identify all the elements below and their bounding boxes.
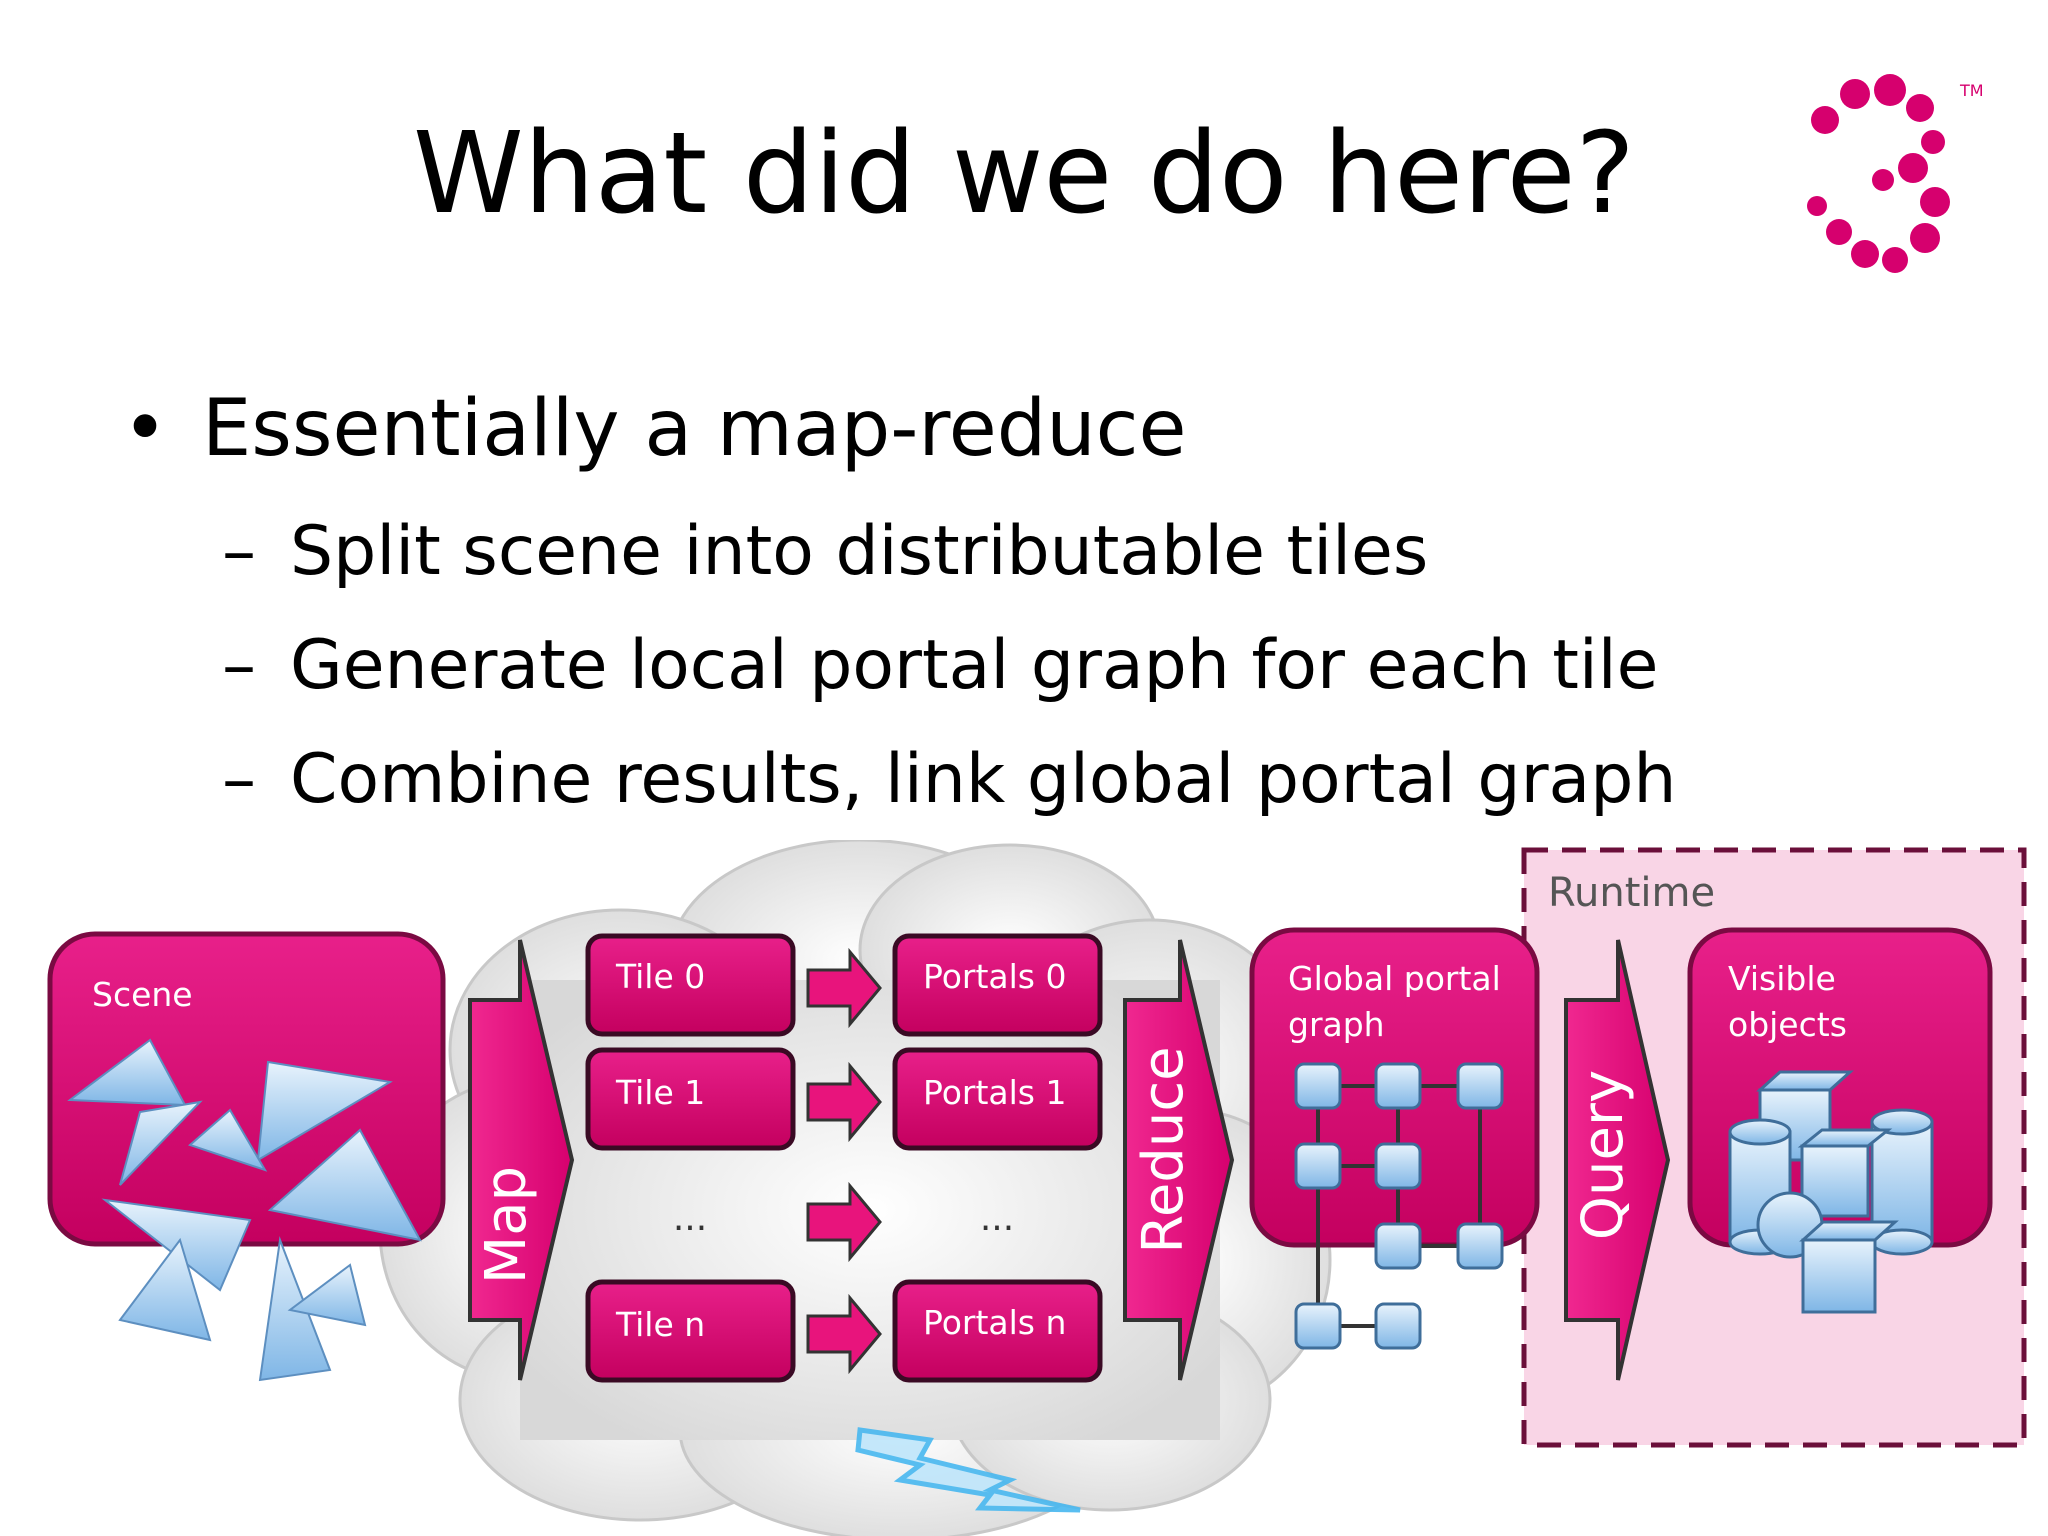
- triangles-icon: [67, 1038, 422, 1382]
- sub-bullet-1-text: Split scene into distributable tiles: [290, 512, 1429, 591]
- sub-bullet-3: –Combine results, link global portal gra…: [222, 746, 1676, 814]
- tile-label: Tile 1: [615, 1073, 705, 1112]
- tile-label: Tile n: [615, 1305, 705, 1344]
- query-arrow: Query: [1564, 939, 1671, 1381]
- global-graph-label-line1: Global portal: [1288, 959, 1501, 998]
- sub-bullet-marker: –: [222, 626, 256, 705]
- bullet-main-text: Essentially a map-reduce: [202, 384, 1187, 474]
- bullet-marker: •: [122, 384, 169, 474]
- sub-bullet-3-text: Combine results, link global portal grap…: [290, 740, 1677, 819]
- portals-box-n: Portals n: [892, 1279, 1103, 1383]
- query-label: Query: [1571, 1070, 1636, 1240]
- trademark-label: TM: [1959, 81, 1984, 100]
- objects-icon: [1728, 1070, 1934, 1314]
- runtime-label: Runtime: [1548, 870, 1715, 916]
- tile-box-1: Tile 1: [585, 1047, 796, 1151]
- portals-ellipsis: ...: [980, 1198, 1014, 1239]
- reduce-label: Reduce: [1131, 1046, 1196, 1253]
- sub-bullet-marker: –: [222, 740, 256, 819]
- reduce-arrow: Reduce: [1123, 939, 1235, 1381]
- tile-to-portal-arrows: [806, 947, 882, 1375]
- visible-objects-box: Visible objects: [1687, 927, 1993, 1314]
- bullet-main: •Essentially a map-reduce: [122, 390, 1187, 468]
- map-reduce-diagram: Runtime Scene Map Tile 0 Tile 1 ... Tile: [47, 840, 2027, 1536]
- lightning-icon: [855, 1427, 1081, 1513]
- right-arrow-icon: [806, 1181, 882, 1263]
- tile-ellipsis: ...: [673, 1198, 707, 1239]
- tile-box-n: Tile n: [585, 1279, 796, 1383]
- right-arrow-icon: [806, 947, 882, 1029]
- visible-objects-label-line2: objects: [1728, 1005, 1847, 1044]
- portals-box-1: Portals 1: [892, 1047, 1103, 1151]
- sub-bullet-1: –Split scene into distributable tiles: [222, 518, 1428, 586]
- portals-label: Portals 1: [923, 1073, 1067, 1112]
- visible-objects-label-line1: Visible: [1728, 959, 1836, 998]
- right-arrow-icon: [806, 1293, 882, 1375]
- portals-label: Portals 0: [923, 957, 1067, 996]
- global-graph-box: Global portal graph: [1249, 927, 1540, 1350]
- sub-bullet-2: –Generate local portal graph for each ti…: [222, 632, 1659, 700]
- sub-bullet-marker: –: [222, 512, 256, 591]
- global-graph-label-line2: graph: [1288, 1005, 1385, 1044]
- map-arrow: Map: [468, 939, 575, 1381]
- tile-label: Tile 0: [615, 957, 705, 996]
- sub-bullet-2-text: Generate local portal graph for each til…: [290, 626, 1659, 705]
- scene-box: Scene: [47, 931, 446, 1382]
- scene-label: Scene: [92, 975, 193, 1014]
- map-label: Map: [474, 1166, 539, 1284]
- right-arrow-icon: [806, 1061, 882, 1143]
- tile-box-0: Tile 0: [585, 933, 796, 1037]
- portals-box-0: Portals 0: [892, 933, 1103, 1037]
- three-dots-logo-icon: TM: [1807, 74, 1984, 273]
- portals-label: Portals n: [923, 1303, 1066, 1342]
- slide-title: What did we do here?: [413, 109, 1635, 239]
- graph-nodes-icon: [1294, 1062, 1504, 1350]
